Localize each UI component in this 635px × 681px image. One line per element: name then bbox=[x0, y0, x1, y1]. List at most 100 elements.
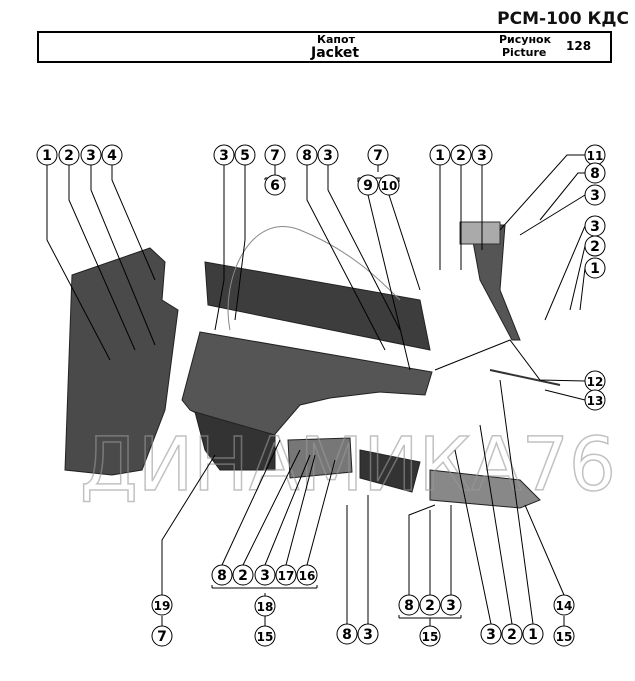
callout-label: 3 bbox=[477, 148, 487, 164]
callout-circle bbox=[471, 144, 493, 166]
callout-10: 10 bbox=[378, 174, 400, 196]
callout-label: 2 bbox=[238, 568, 248, 584]
callout-circle bbox=[213, 144, 235, 166]
callout-circle bbox=[419, 594, 441, 616]
callout-9: 9 bbox=[357, 174, 379, 196]
callout-label: 2 bbox=[507, 627, 517, 643]
callout-label: 8 bbox=[404, 598, 414, 614]
callout-label: 3 bbox=[590, 219, 600, 235]
callout-3: 3 bbox=[440, 594, 462, 616]
callout-circle bbox=[275, 564, 297, 586]
callout-circle bbox=[254, 564, 276, 586]
callout-label: 2 bbox=[64, 148, 74, 164]
model-title: РСМ-100 КДС bbox=[497, 9, 629, 29]
callout-8: 8 bbox=[296, 144, 318, 166]
callout-circle bbox=[80, 144, 102, 166]
callout-12: 12 bbox=[584, 370, 606, 392]
callout-label: 3 bbox=[363, 627, 373, 643]
callout-circle bbox=[296, 564, 318, 586]
main-cover bbox=[181, 331, 433, 441]
callout-circle bbox=[378, 174, 400, 196]
callout-8: 8 bbox=[584, 162, 606, 184]
callout-circle bbox=[58, 144, 80, 166]
callout-label: 6 bbox=[270, 178, 280, 194]
callout-circle bbox=[151, 625, 173, 647]
callout-19: 19 bbox=[151, 594, 173, 616]
picture-number: 128 bbox=[566, 39, 592, 53]
leader-lines bbox=[46, 154, 586, 626]
callout-circle bbox=[584, 257, 606, 279]
callout-label: 2 bbox=[425, 598, 435, 614]
callout-circle bbox=[584, 162, 606, 184]
picture-label-en: Picture bbox=[502, 46, 547, 59]
callout-7: 7 bbox=[367, 144, 389, 166]
callout-circle bbox=[254, 595, 276, 617]
callout-circle bbox=[317, 144, 339, 166]
left-box bbox=[287, 437, 353, 479]
callout-circle bbox=[450, 144, 472, 166]
rod bbox=[489, 369, 561, 386]
callout-label: 3 bbox=[86, 148, 96, 164]
callout-18: 18 bbox=[254, 595, 276, 617]
callout-label: 14 bbox=[556, 599, 573, 613]
callout-11: 11 bbox=[584, 144, 606, 166]
callout-label: 1 bbox=[42, 148, 52, 164]
callout-label: 15 bbox=[257, 630, 274, 644]
callout-label: 4 bbox=[107, 148, 117, 164]
side-panel bbox=[64, 247, 179, 476]
callout-1: 1 bbox=[36, 144, 58, 166]
callout-label: 8 bbox=[217, 568, 227, 584]
callout-label: 7 bbox=[157, 629, 167, 645]
callout-label: 18 bbox=[257, 600, 274, 614]
callout-2: 2 bbox=[419, 594, 441, 616]
callout-label: 8 bbox=[302, 148, 312, 164]
callout-circle bbox=[419, 625, 441, 647]
callout-label: 1 bbox=[528, 627, 538, 643]
callout-circle bbox=[480, 623, 502, 645]
callout-label: 8 bbox=[342, 627, 352, 643]
title-block: Капот Jacket Рисунок Picture 128 bbox=[37, 31, 612, 63]
callout-2: 2 bbox=[450, 144, 472, 166]
callout-label: 5 bbox=[240, 148, 250, 164]
callout-3: 3 bbox=[480, 623, 502, 645]
callout-label: 3 bbox=[260, 568, 270, 584]
callout-3: 3 bbox=[471, 144, 493, 166]
callout-circle bbox=[101, 144, 123, 166]
callout-label: 3 bbox=[590, 188, 600, 204]
callout-3: 3 bbox=[357, 623, 379, 645]
callout-label: 9 bbox=[363, 178, 373, 194]
callout-3: 3 bbox=[254, 564, 276, 586]
callout-circle bbox=[440, 594, 462, 616]
callout-3: 3 bbox=[584, 215, 606, 237]
callout-15: 15 bbox=[553, 625, 575, 647]
callout-1: 1 bbox=[429, 144, 451, 166]
callout-15: 15 bbox=[419, 625, 441, 647]
top-cover bbox=[204, 261, 431, 351]
callout-17: 17 bbox=[275, 564, 297, 586]
callout-8: 8 bbox=[211, 564, 233, 586]
callout-16: 16 bbox=[296, 564, 318, 586]
callout-circle bbox=[357, 174, 379, 196]
callout-circle bbox=[367, 144, 389, 166]
callout-label: 12 bbox=[587, 375, 604, 389]
callout-circle bbox=[553, 625, 575, 647]
callout-label: 3 bbox=[446, 598, 456, 614]
watermark: ДИНАМИКА76 bbox=[80, 422, 616, 508]
callout-circle bbox=[584, 184, 606, 206]
callout-label: 10 bbox=[381, 179, 398, 193]
callout-circle bbox=[264, 174, 286, 196]
callout-label: 7 bbox=[373, 148, 383, 164]
callout-2: 2 bbox=[584, 235, 606, 257]
callout-circle bbox=[553, 594, 575, 616]
callout-circle bbox=[584, 235, 606, 257]
callout-circle bbox=[254, 625, 276, 647]
callout-3: 3 bbox=[213, 144, 235, 166]
callout-3: 3 bbox=[584, 184, 606, 206]
callout-circle bbox=[296, 144, 318, 166]
cylinder bbox=[459, 221, 501, 245]
callout-circle bbox=[211, 564, 233, 586]
callout-14: 14 bbox=[553, 594, 575, 616]
callout-label: 1 bbox=[590, 261, 600, 277]
